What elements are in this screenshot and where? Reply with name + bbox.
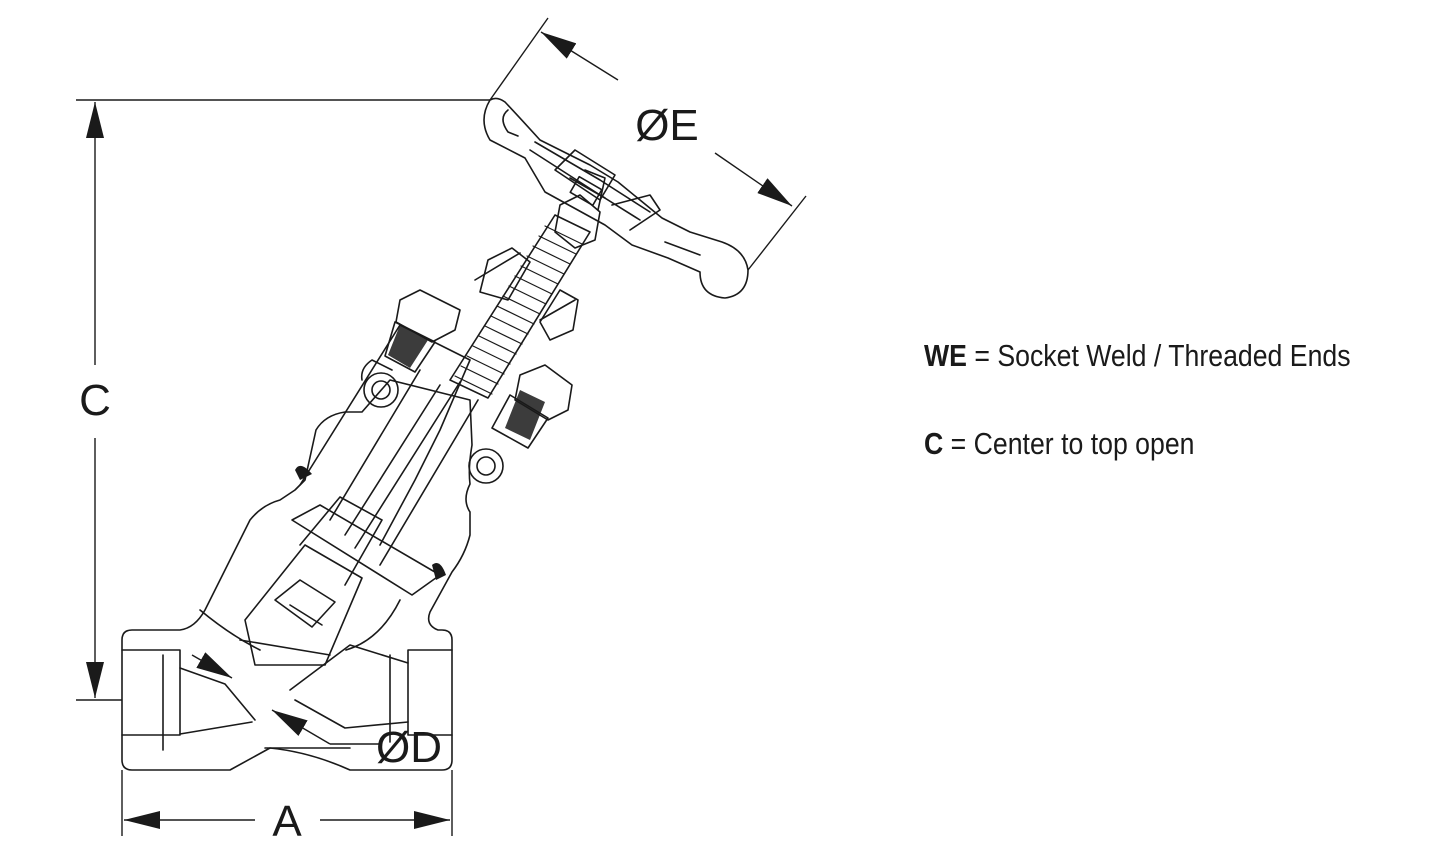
legend-we-separator: = xyxy=(966,338,998,373)
threaded-stem xyxy=(449,214,591,399)
dimension-c-line xyxy=(76,99,490,701)
dimension-c-label: C xyxy=(79,376,111,425)
stem-thread-pattern xyxy=(454,225,583,395)
legend-we-text: Socket Weld / Threaded Ends xyxy=(997,338,1351,373)
legend-c: C = Center to top open xyxy=(924,426,1194,462)
dimension-e-label: ØE xyxy=(635,101,699,150)
gland-bolt-left xyxy=(360,289,461,408)
legend-c-separator: = xyxy=(943,426,974,461)
dimension-a-label: A xyxy=(272,797,302,846)
valve-body xyxy=(121,379,473,771)
dimension-d-label: ØD xyxy=(376,723,442,772)
handwheel xyxy=(483,97,749,299)
dimension-a-line xyxy=(121,770,453,836)
legend-we-key: WE xyxy=(924,338,967,373)
weld-beads xyxy=(295,325,545,580)
legend-we: WE = Socket Weld / Threaded Ends xyxy=(924,338,1351,374)
dimension-e-line xyxy=(489,17,807,271)
legend-c-text: Center to top open xyxy=(973,426,1195,461)
bonnet-yoke xyxy=(239,324,479,666)
legend-c-key: C xyxy=(924,426,944,461)
dimension-d-leader xyxy=(191,652,380,745)
